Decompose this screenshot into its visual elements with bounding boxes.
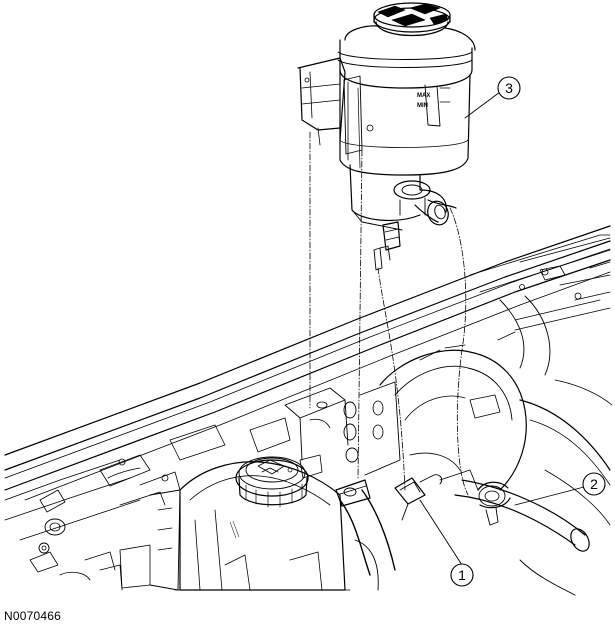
callout-3: 3 xyxy=(464,76,521,119)
callout-2-label: 2 xyxy=(590,476,598,492)
callout-3-label: 3 xyxy=(505,80,513,96)
assembly-alignment-lines xyxy=(309,131,469,496)
callout-1: 1 xyxy=(419,499,474,587)
max-level-mark: MAX xyxy=(417,93,430,99)
figure-id-code: N0070466 xyxy=(4,609,61,623)
hoses-and-clamps xyxy=(335,474,511,576)
coolant-degas-bottle xyxy=(99,456,379,591)
power-steering-reservoir: MAX MIN xyxy=(297,2,476,271)
min-level-mark: MIN xyxy=(417,103,428,109)
engine-bay-structure xyxy=(4,225,613,596)
callout-1-label: 1 xyxy=(458,567,466,583)
callout-2: 2 xyxy=(514,472,606,506)
